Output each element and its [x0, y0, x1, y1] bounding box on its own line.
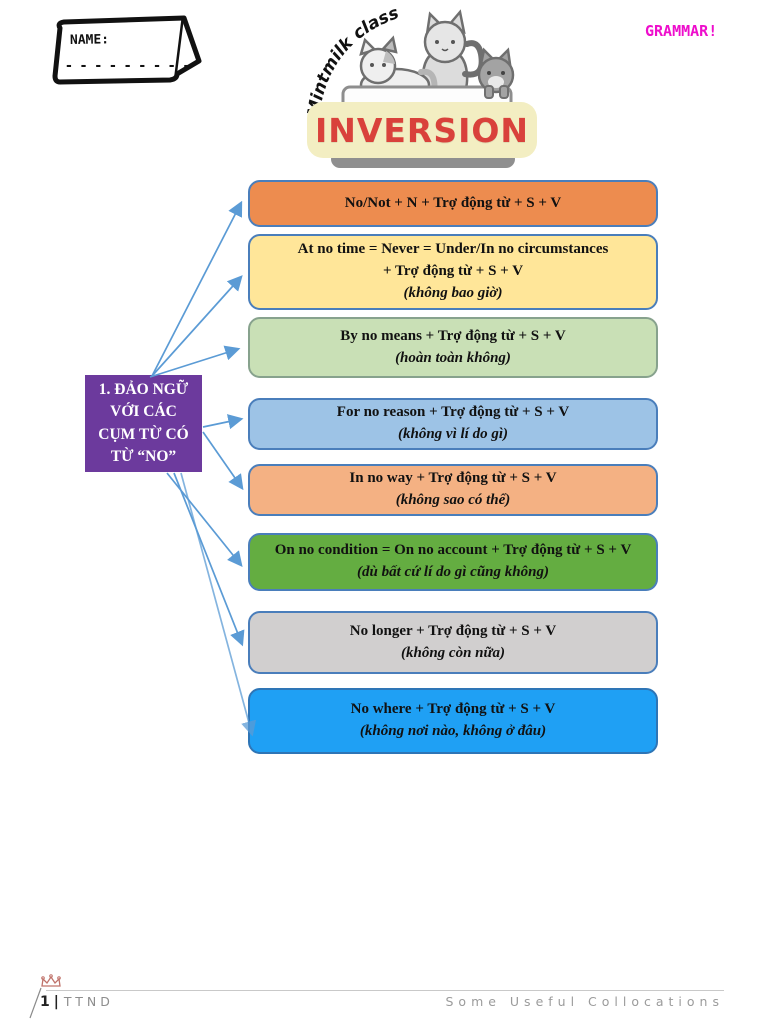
root-line: 1. ĐẢO NGỮ — [98, 380, 189, 398]
rule-box-no-not: No/Not + N + Trợ động từ + S + V — [248, 180, 658, 227]
cat-right-paw — [484, 85, 494, 99]
rule-text: At no time = Never = Under/In no circums… — [297, 241, 609, 258]
cat-eye — [382, 63, 386, 67]
cat-right-head — [477, 56, 515, 94]
arrow-to-box-4 — [202, 414, 244, 430]
footer-left: 1 | TTND — [40, 994, 114, 1010]
arrow-to-box-6 — [166, 472, 243, 567]
cat-eye — [501, 71, 505, 75]
rule-box-no-where: No where + Trợ động từ + S + V (không nơ… — [248, 688, 658, 754]
root-line: TỪ “NO” — [110, 447, 177, 465]
footer-author: TTND — [63, 994, 114, 1009]
arrow-to-box-5 — [202, 431, 244, 491]
cat-right-paw — [499, 85, 509, 99]
rule-translation: (không nơi nào, không ở đâu) — [359, 723, 547, 739]
root-line: CỤM TỪ CÓ — [98, 425, 189, 443]
footer-crown-icon — [29, 974, 61, 1019]
arrow-to-box-1 — [151, 200, 243, 377]
name-placard-outline — [52, 15, 187, 85]
name-blank-line: - - - - - - - - - — [66, 58, 191, 74]
rule-translation: (dù bất cứ lí do gì cũng không) — [357, 564, 549, 580]
cat-right-muzzle — [488, 76, 504, 88]
rule-box-at-no-time: At no time = Never = Under/In no circums… — [248, 234, 658, 310]
cat-eye — [487, 71, 491, 75]
cat-middle-head — [423, 20, 467, 64]
cat-left-patch — [383, 51, 395, 64]
root-topic-box: 1. ĐẢO NGỮ VỚI CÁC CỤM TỪ CÓ TỪ “NO” — [85, 375, 202, 472]
rule-translation: (không sao có thể) — [395, 492, 511, 508]
cat-eye — [370, 63, 374, 67]
arrow-to-box-7 — [173, 472, 245, 647]
name-placard-fold — [175, 17, 202, 77]
rule-translation: (không còn nữa) — [400, 644, 505, 661]
grammar-badge: GRAMMAR! — [645, 22, 718, 40]
root-line: VỚI CÁC — [110, 403, 177, 421]
footer-right-text: Some Useful Collocations — [445, 994, 724, 1009]
rule-text: + Trợ động từ + S + V — [382, 263, 524, 280]
cat-middle-tail — [462, 40, 485, 78]
rule-text: No/Not + N + Trợ động từ + S + V — [344, 194, 562, 211]
footer-divider — [46, 990, 724, 991]
cat-mouth — [441, 48, 449, 52]
name-label: NAME: — [70, 32, 109, 48]
rule-text: On no condition = On no account + Trợ độ… — [274, 542, 632, 559]
cat-left-ear — [380, 35, 398, 54]
rule-text: No longer + Trợ động từ + S + V — [349, 622, 557, 639]
inversion-title: INVERSION — [307, 102, 537, 158]
cat-eye — [451, 40, 455, 44]
arrow-to-box-2 — [151, 275, 243, 377]
rule-box-on-no-condition: On no condition = On no account + Trợ độ… — [248, 533, 658, 591]
rule-text: In no way + Trợ động từ + S + V — [349, 470, 557, 487]
footer-slash — [29, 987, 42, 1019]
rule-box-for-no-reason: For no reason + Trợ động từ + S + V (khô… — [248, 398, 658, 450]
cat-eye — [435, 40, 439, 44]
footer-separator: | — [53, 994, 59, 1010]
rule-box-no-longer: No longer + Trợ động từ + S + V (không c… — [248, 611, 658, 674]
rule-translation: (không bao giờ) — [403, 284, 503, 301]
name-placard: NAME: - - - - - - - - - — [52, 15, 202, 85]
rule-text: For no reason + Trợ động từ + S + V — [336, 404, 570, 421]
rule-translation: (không vì lí do gì) — [397, 426, 508, 442]
rule-translation: (hoàn toàn không) — [395, 349, 511, 366]
logo: Mintmilk class — [303, 2, 543, 174]
rule-box-in-no-way: In no way + Trợ động từ + S + V (không s… — [248, 464, 658, 516]
arrow-to-box-3 — [149, 345, 241, 378]
rule-box-by-no-means: By no means + Trợ động từ + S + V (hoàn … — [248, 317, 658, 378]
arrow-to-box-8 — [180, 472, 257, 737]
rule-text: No where + Trợ động từ + S + V — [350, 701, 556, 718]
rule-text: By no means + Trợ động từ + S + V — [340, 327, 566, 344]
page-number: 1 — [40, 994, 50, 1010]
